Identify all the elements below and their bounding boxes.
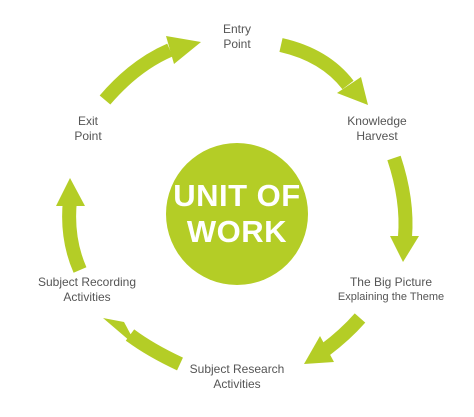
stage-exit-line2: Point <box>74 129 102 143</box>
arrow-exit-to-entry <box>99 43 173 105</box>
arrow-head-entry-to-knowledge <box>337 77 368 105</box>
stage-entry-point: Entry Point <box>223 22 251 52</box>
arrow-entry-to-knowledge <box>279 38 354 90</box>
stage-bigpicture-line2: Explaining the Theme <box>337 291 445 303</box>
center-circle: UNIT OF WORK <box>166 143 308 285</box>
arrow-knowledge-to-bigpicture <box>387 155 413 238</box>
stage-knowledge-line2: Harvest <box>356 129 398 143</box>
stage-knowledge-harvest: Knowledge Harvest <box>347 114 406 144</box>
stage-knowledge-line1: Knowledge <box>347 114 407 128</box>
arrow-head-research-to-recording <box>103 318 138 348</box>
arrow-head-exit-to-entry <box>166 36 201 64</box>
stage-big-picture: The Big Picture Explaining the Theme <box>338 275 444 305</box>
stage-research-line2: Activities <box>213 377 261 391</box>
arrow-recording-to-exit <box>62 199 87 273</box>
stage-bigpicture-line1: The Big Picture <box>349 275 433 289</box>
stage-entry-line1: Entry <box>222 22 252 36</box>
arrow-head-recording-to-exit <box>56 178 85 206</box>
center-title-line2: WORK <box>186 214 288 249</box>
stage-subject-research: Subject Research Activities <box>190 362 285 392</box>
stage-exit-line1: Exit <box>77 114 99 128</box>
arrow-head-bigpicture-to-research <box>304 336 334 364</box>
stage-recording-line2: Activities <box>63 290 111 304</box>
stage-subject-recording: Subject Recording Activities <box>38 275 136 305</box>
arrow-bigpicture-to-research <box>320 313 366 356</box>
stage-recording-line1: Subject Recording <box>37 275 137 289</box>
arrow-research-to-recording <box>125 329 183 371</box>
stage-entry-line2: Point <box>223 37 251 51</box>
stage-exit-point: Exit Point <box>74 114 101 144</box>
stage-research-line1: Subject Research <box>189 362 285 376</box>
arrow-head-knowledge-to-bigpicture <box>390 236 419 262</box>
center-title-line1: UNIT OF <box>173 178 301 213</box>
